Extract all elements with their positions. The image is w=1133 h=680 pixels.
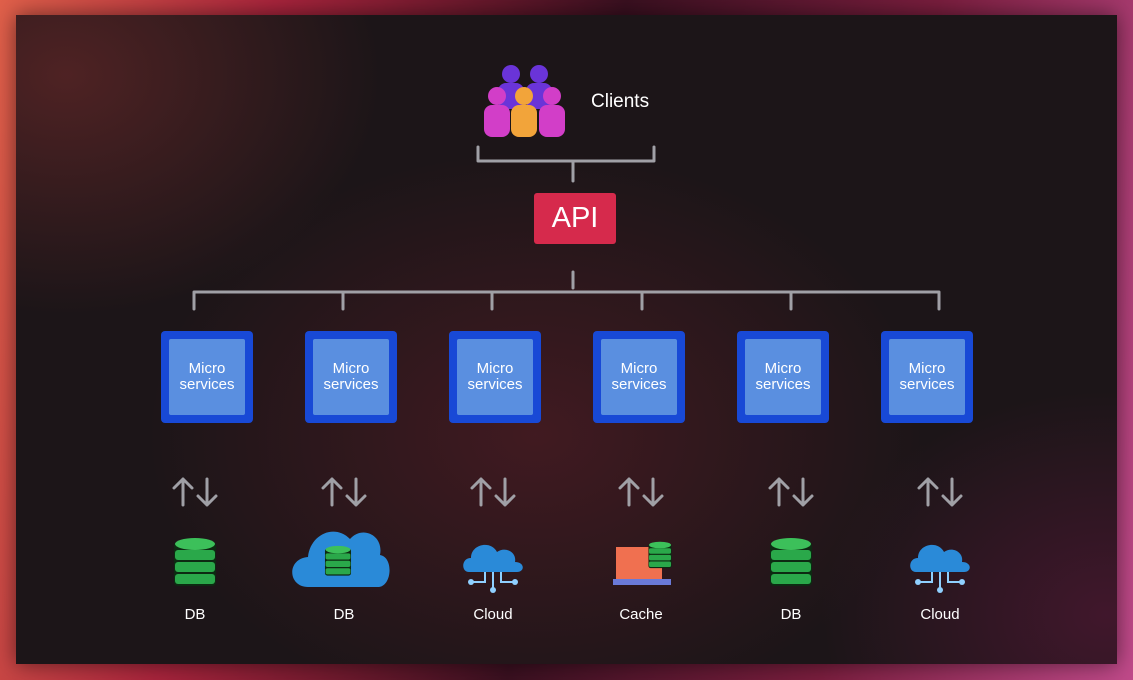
clients-bracket (476, 145, 656, 163)
target-label-5: DB (780, 606, 802, 623)
diagram-frame: Clients API Micro services Micro service… (16, 15, 1117, 664)
connector-lines (192, 145, 941, 311)
target-label-2: DB (333, 606, 355, 623)
target-label-1: DB (184, 606, 206, 623)
api-box: API (534, 193, 616, 244)
microservice-box-6: Micro services (881, 331, 973, 423)
microservice-box-5: Micro services (737, 331, 829, 423)
service-bus-line (192, 290, 941, 311)
microservice-label: Micro services (601, 339, 677, 415)
microservice-label: Micro services (313, 339, 389, 415)
microservice-label: Micro services (457, 339, 533, 415)
microservice-box-1: Micro services (161, 331, 253, 423)
clients-label: Clients (591, 91, 650, 112)
microservice-box-3: Micro services (449, 331, 541, 423)
microservice-box-4: Micro services (593, 331, 685, 423)
target-label-6: Cloud (920, 606, 960, 623)
microservice-label: Micro services (889, 339, 965, 415)
microservice-box-2: Micro services (305, 331, 397, 423)
microservice-label: Micro services (745, 339, 821, 415)
target-label-3: Cloud (473, 606, 513, 623)
microservice-label: Micro services (169, 339, 245, 415)
target-label-4: Cache (619, 606, 663, 623)
